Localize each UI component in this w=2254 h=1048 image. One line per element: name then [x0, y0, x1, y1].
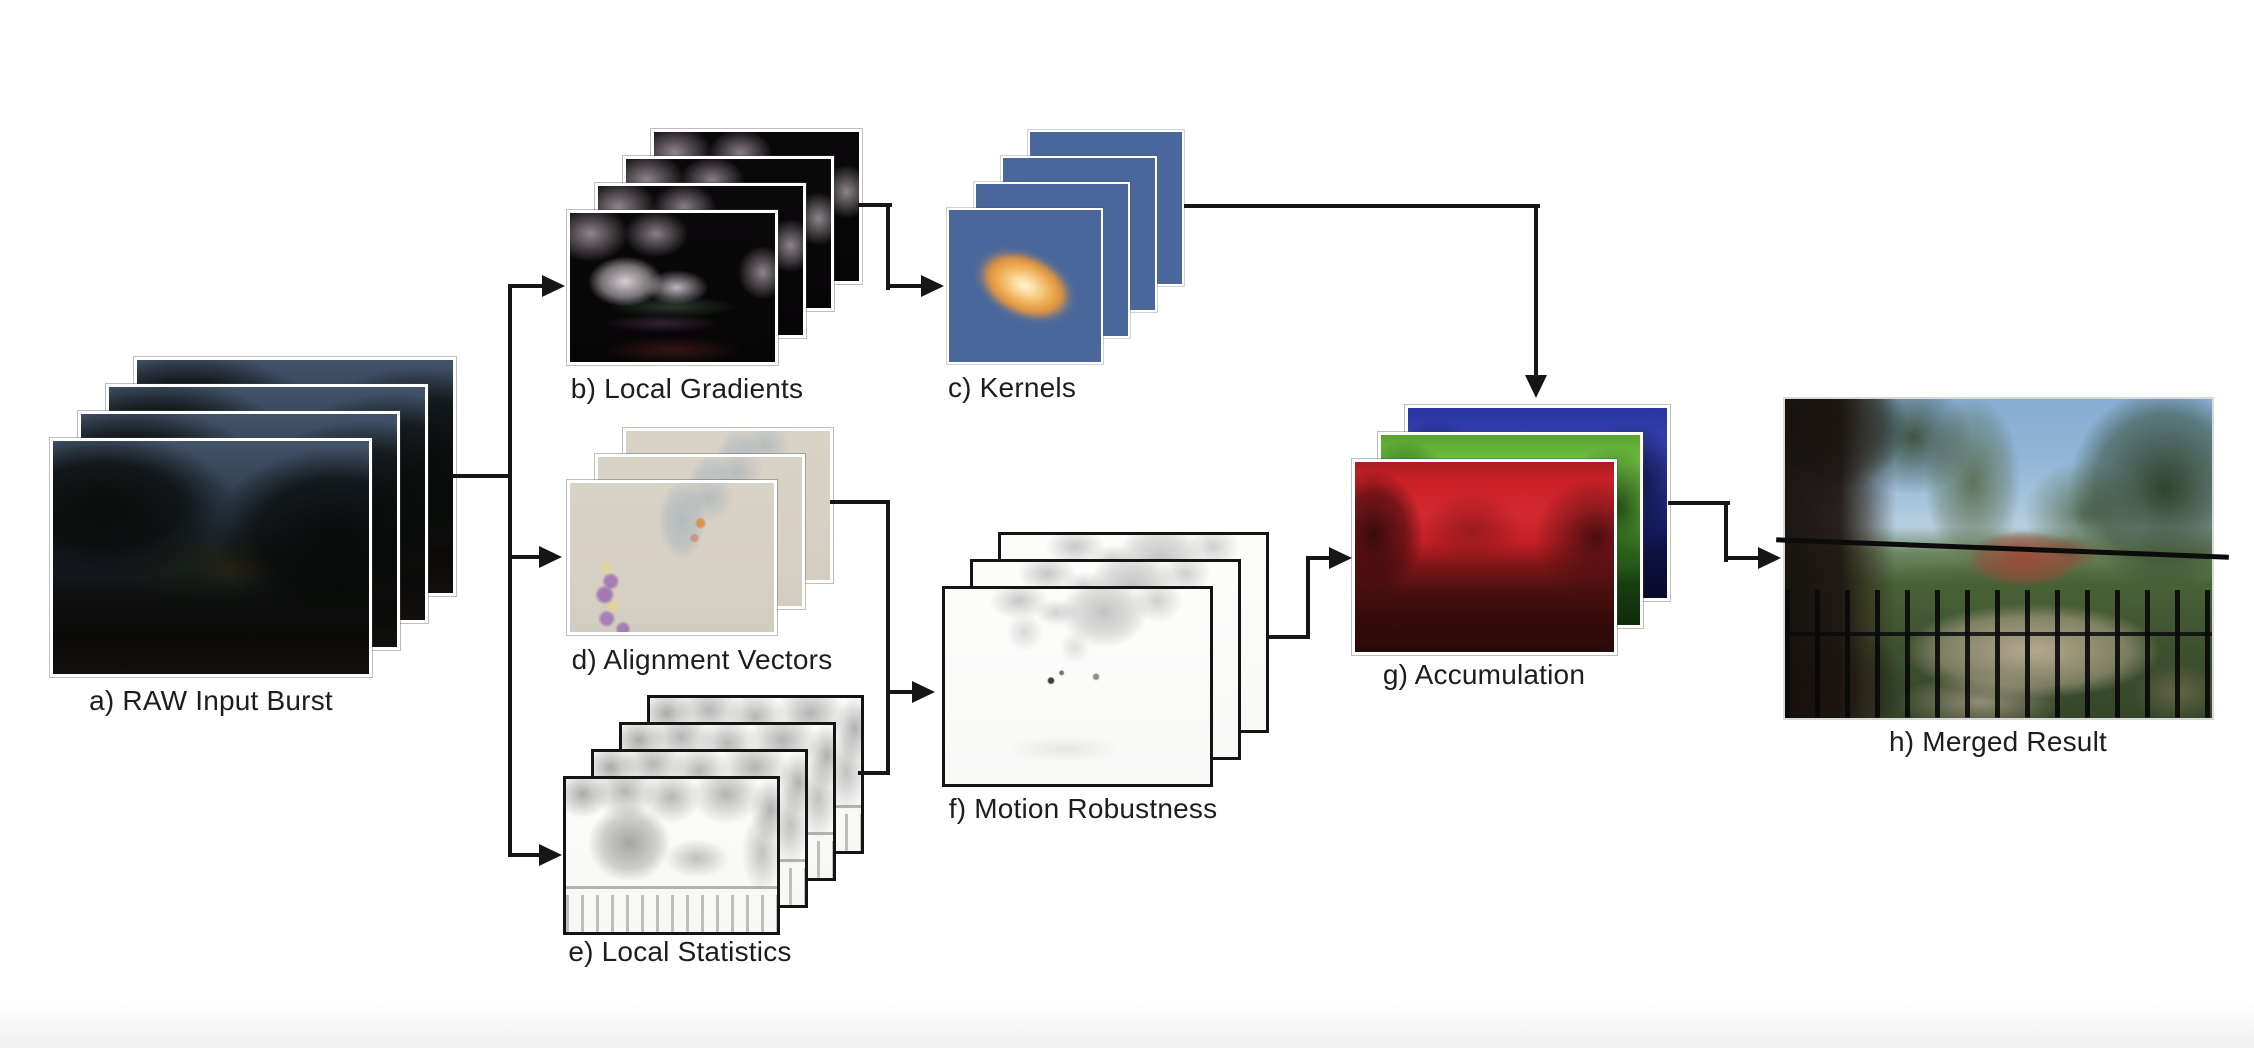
arrowhead-a-d	[539, 546, 562, 568]
connector-g-h-seg1	[1668, 501, 1730, 505]
arrowhead-a-b	[542, 275, 565, 297]
gate-rail-detail	[1776, 537, 2230, 560]
stage-b-label: b) Local Gradients	[570, 373, 804, 404]
motion-frame-1	[942, 586, 1213, 787]
connector-a-d-seg	[508, 555, 540, 559]
accumulation-frame-red	[1352, 459, 1617, 655]
connector-f-g-seg3	[1306, 556, 1331, 560]
kernel-frame-1	[946, 208, 1104, 364]
stage-f-label: f) Motion Robustness	[948, 793, 1218, 824]
arrowhead-de-f	[912, 681, 935, 703]
statistics-frame-1	[563, 776, 780, 935]
connector-g-h-seg3	[1724, 556, 1760, 560]
connector-b-c-seg1	[858, 203, 892, 207]
gaussian-kernel-blob	[946, 219, 1104, 353]
connector-a-e-seg	[508, 853, 540, 857]
connector-c-g-seg2	[1534, 204, 1538, 378]
alignment-frame-1	[567, 480, 777, 635]
stage-d-label: d) Alignment Vectors	[571, 644, 833, 675]
connector-e-out-seg	[858, 771, 890, 775]
connector-f-g-seg2	[1306, 556, 1310, 639]
connector-a-b-seg	[508, 284, 544, 288]
arrowhead-f-g	[1329, 547, 1352, 569]
stage-g-label: g) Accumulation	[1382, 659, 1586, 690]
gradients-frame-1	[567, 210, 778, 365]
connector-b-c-seg2	[886, 203, 890, 290]
arrowhead-c-g	[1525, 375, 1547, 398]
connector-c-g-seg1	[1184, 204, 1540, 208]
raw-burst-frame-1	[50, 438, 372, 677]
bottom-page-fade	[0, 1000, 2254, 1048]
connector-f-g-seg1	[1267, 635, 1310, 639]
stage-c-label: c) Kernels	[947, 372, 1077, 403]
stage-a-label: a) RAW Input Burst	[89, 685, 333, 716]
merged-result-photo	[1776, 397, 2230, 720]
arrowhead-g-h	[1758, 547, 1781, 569]
connector-de-vertical	[886, 500, 890, 775]
arrowhead-b-c	[921, 275, 944, 297]
connector-f-in-seg	[886, 690, 914, 694]
connector-trunk-vertical	[508, 284, 512, 857]
connector-a-out-seg	[451, 474, 512, 478]
arrowhead-a-e	[539, 844, 562, 866]
stage-e-label: e) Local Statistics	[568, 936, 792, 967]
stage-h-label: h) Merged Result	[1889, 726, 2107, 757]
connector-b-c-seg3	[886, 284, 923, 288]
connector-d-out-seg	[830, 500, 890, 504]
connector-g-h-seg2	[1724, 501, 1728, 562]
